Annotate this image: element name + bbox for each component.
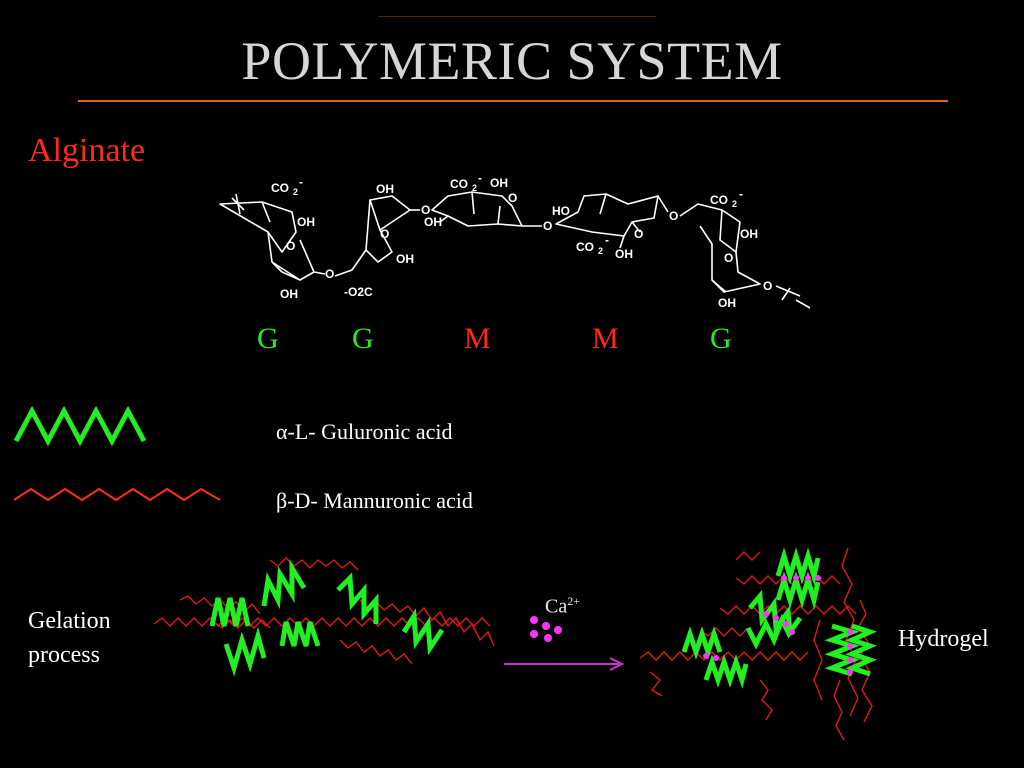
svg-text:O: O — [669, 209, 678, 223]
svg-text:O: O — [286, 239, 295, 253]
svg-text:OH: OH — [376, 182, 394, 196]
svg-text:2: 2 — [472, 183, 477, 193]
calcium-charge: 2+ — [567, 594, 580, 608]
legend-mannuronic-label: β-D- Mannuronic acid — [276, 488, 473, 514]
top-accent-line — [378, 16, 656, 17]
svg-text:HO: HO — [552, 204, 570, 218]
svg-text:CO: CO — [271, 181, 289, 195]
svg-text:OH: OH — [490, 176, 508, 190]
mannuronic-text: -D- Mannuronic acid — [287, 488, 473, 513]
calcium-symbol: Ca — [545, 595, 568, 618]
calcium-ions — [530, 616, 562, 642]
svg-text:2: 2 — [293, 187, 298, 197]
alpha-symbol: α — [276, 419, 288, 444]
sequence-letter-g1: G — [257, 322, 279, 355]
guluronic-blocks-left — [209, 558, 445, 677]
svg-text:-: - — [605, 233, 609, 247]
svg-text:-: - — [739, 187, 743, 201]
sequence-letter-m1: M — [464, 322, 491, 355]
gelation-label-line2: process — [28, 642, 100, 668]
svg-text:CO: CO — [710, 193, 728, 207]
hydrogel-label: Hydrogel — [898, 626, 989, 652]
calcium-ions-bound — [703, 575, 853, 675]
svg-text:O: O — [421, 203, 430, 217]
mannuronic-zigzag-legend — [13, 487, 221, 502]
guluronic-text: -L- Guluronic acid — [287, 419, 453, 444]
svg-text:CO: CO — [450, 177, 468, 191]
svg-text:OH: OH — [740, 227, 758, 241]
guluronic-zigzag-legend — [13, 405, 147, 447]
reaction-arrow — [504, 657, 625, 671]
structure-bonds — [219, 191, 811, 309]
svg-text:OH: OH — [280, 287, 298, 301]
svg-text:OH: OH — [424, 215, 442, 229]
svg-text:O: O — [763, 279, 772, 293]
svg-text:O: O — [325, 267, 334, 281]
page-title: POLYMERIC SYSTEM — [241, 31, 783, 91]
svg-text:OH: OH — [718, 296, 736, 310]
svg-text:2: 2 — [732, 199, 737, 209]
svg-text:-O2C: -O2C — [344, 285, 373, 299]
svg-text:OH: OH — [297, 215, 315, 229]
structure-atom-labels: CO 2 - OH O OH O OH OH O O OH -O2C CO 2 … — [271, 171, 772, 310]
svg-text:O: O — [724, 251, 733, 265]
svg-text:2: 2 — [598, 246, 603, 256]
svg-text:OH: OH — [615, 247, 633, 261]
gelation-label: Gelation process — [28, 604, 111, 672]
legend-guluronic-label: α-L- Guluronic acid — [276, 419, 452, 445]
sequence-letter-g3: G — [710, 322, 732, 355]
section-heading: Alginate — [28, 132, 146, 169]
sequence-letter-m2: M — [592, 322, 619, 355]
svg-text:O: O — [380, 227, 389, 241]
calcium-ion-label: Ca2+ — [545, 594, 580, 619]
svg-text:O: O — [508, 191, 517, 205]
gelation-chains-left — [153, 557, 495, 665]
gelation-label-line1: Gelation — [28, 608, 111, 634]
svg-text:O: O — [634, 227, 643, 241]
svg-text:-: - — [478, 171, 482, 185]
sequence-letter-g2: G — [352, 322, 374, 355]
beta-symbol: β — [276, 488, 288, 513]
svg-text:-: - — [299, 175, 303, 189]
svg-text:OH: OH — [396, 252, 414, 266]
svg-text:O: O — [543, 219, 552, 233]
svg-text:CO: CO — [576, 240, 594, 254]
title-underline — [78, 100, 948, 102]
